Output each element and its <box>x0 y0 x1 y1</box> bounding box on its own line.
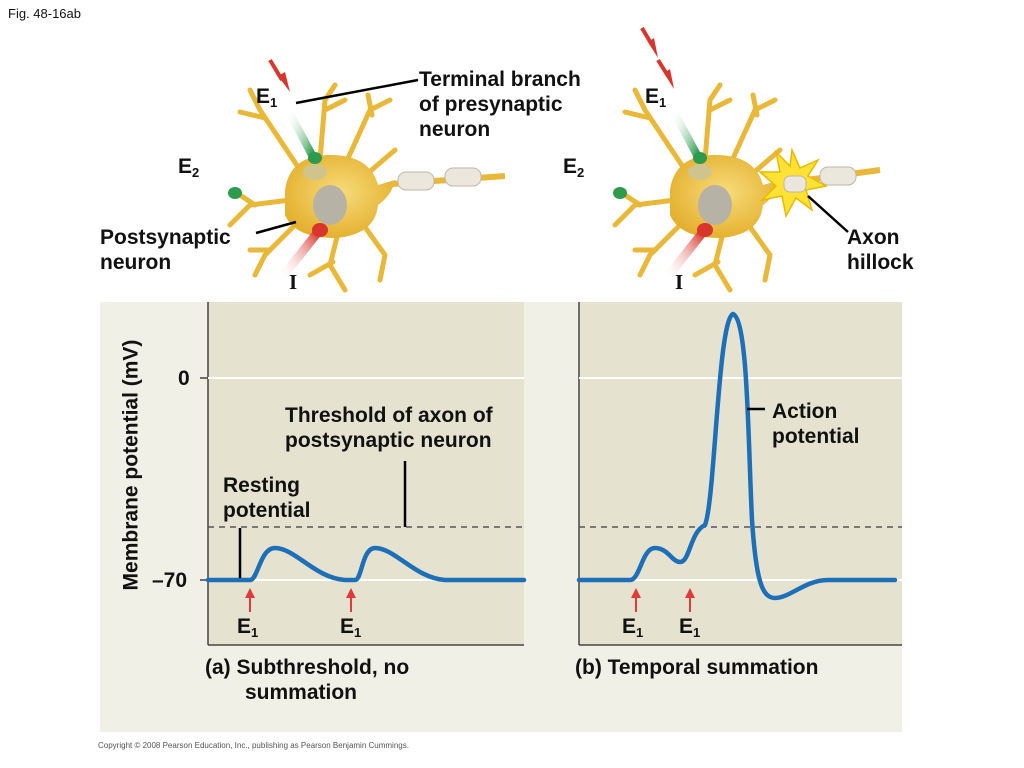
label-e1-left: E1 <box>256 85 278 110</box>
label-e1-right: E1 <box>645 85 667 110</box>
label-e2-left: E2 <box>178 155 200 180</box>
copyright-notice: Copyright © 2008 Pearson Education, Inc.… <box>98 741 409 750</box>
stim-arrow-a1 <box>245 588 255 612</box>
trace-subthreshold <box>205 545 527 583</box>
y-tick-minus70: –70 <box>152 569 188 592</box>
y-axis-label: Membrane potential (mV) <box>119 339 143 591</box>
label-axon-hillock: Axon hillock <box>847 226 914 274</box>
stim-label-a2: E1 <box>340 615 362 640</box>
trace-temporal-summation <box>576 311 898 601</box>
label-postsynaptic-neuron: Postsynaptic neuron <box>100 226 231 274</box>
label-e2-right: E2 <box>563 155 585 180</box>
neuron-right <box>565 26 881 293</box>
neuron-left <box>180 58 506 293</box>
caption-a: (a) Subthreshold, no summation <box>205 656 410 704</box>
stim-arrow-b2 <box>685 588 695 612</box>
stim-label-a1: E1 <box>237 615 259 640</box>
panel-b <box>579 302 902 645</box>
label-action-potential: Action potential <box>772 400 860 448</box>
label-resting-potential: Resting potential <box>223 474 311 522</box>
panel-a <box>208 302 524 645</box>
label-threshold: Threshold of axon of postsynaptic neuron <box>285 404 493 452</box>
label-terminal-branch: Terminal branch of presynaptic neuron <box>419 68 581 141</box>
stim-label-b1: E1 <box>622 615 644 640</box>
stim-arrow-b1 <box>631 588 641 612</box>
y-tick-zero: 0 <box>178 367 190 390</box>
figure-label: Fig. 48-16ab <box>8 6 81 21</box>
caption-b: (b) Temporal summation <box>575 656 819 679</box>
label-i-left: I <box>289 270 298 294</box>
stim-arrow-a2 <box>346 588 356 612</box>
stim-label-b2: E1 <box>679 615 701 640</box>
label-i-right: I <box>675 270 684 294</box>
